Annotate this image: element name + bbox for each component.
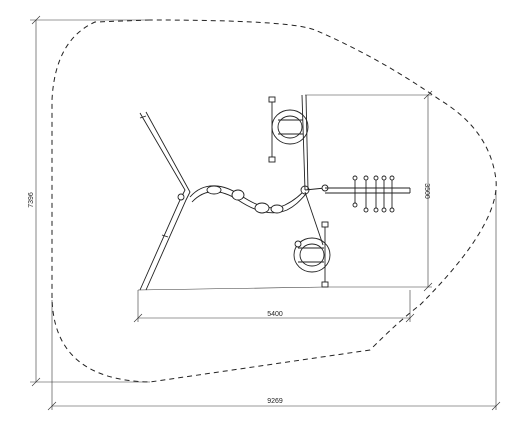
safety-zone-boundary [51,19,497,383]
equipment-height-label: 3500 [423,183,430,199]
overall-height-dimension: 7396 [28,15,150,387]
equipment-width-label: 5400 [267,311,283,318]
overall-height-label: 7396 [28,192,35,208]
overall-width-dimension: 9269 [47,190,501,411]
equipment-footprint [137,286,326,291]
wavy-beam [189,185,308,214]
upper-swing-seat [268,96,309,163]
ramp-structure [139,111,191,291]
overall-width-label: 9269 [267,398,283,405]
horizontal-ladder [325,175,411,213]
equipment-width-dimension: 5400 [133,290,415,323]
equipment-height-dimension: 3500 [305,90,433,292]
lower-swing-seat [293,221,331,288]
central-hub [300,94,329,246]
